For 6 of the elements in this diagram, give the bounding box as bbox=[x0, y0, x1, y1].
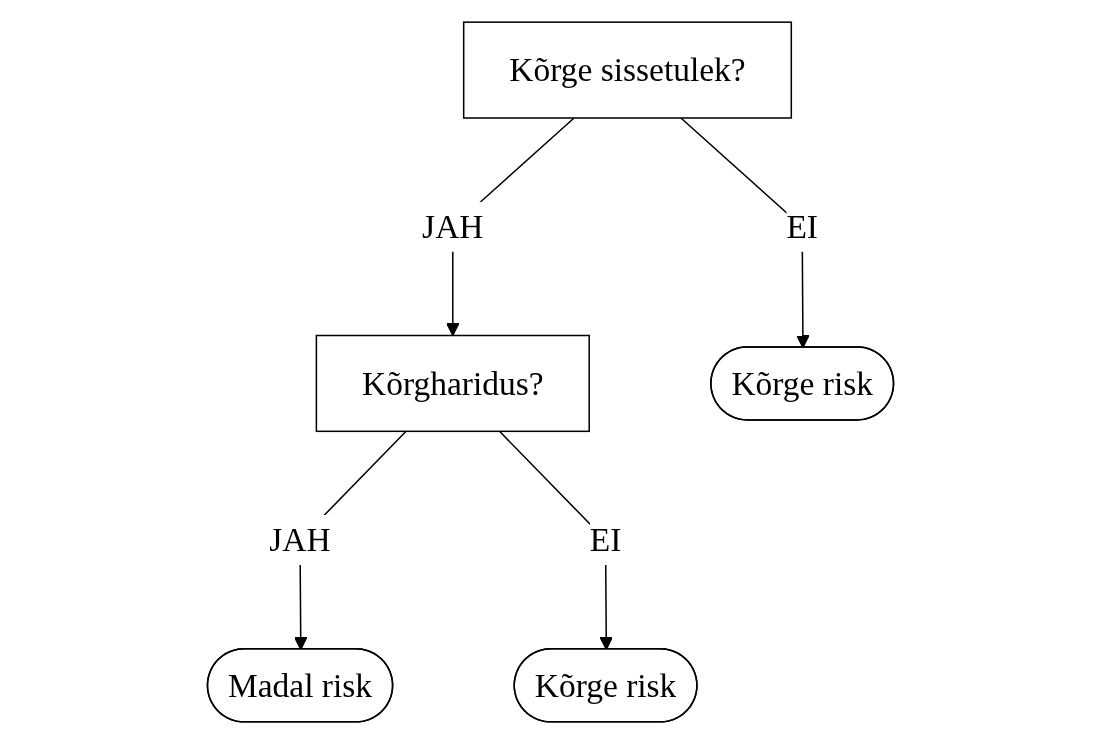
edge-label: JAH bbox=[422, 207, 484, 246]
edge-label: EI bbox=[786, 207, 818, 246]
edge-label: JAH bbox=[269, 521, 331, 560]
node-box: Kõrgharidus? bbox=[315, 334, 590, 433]
node-box: Kõrge sissetulek? bbox=[462, 21, 793, 119]
edge-label: EI bbox=[589, 521, 622, 560]
